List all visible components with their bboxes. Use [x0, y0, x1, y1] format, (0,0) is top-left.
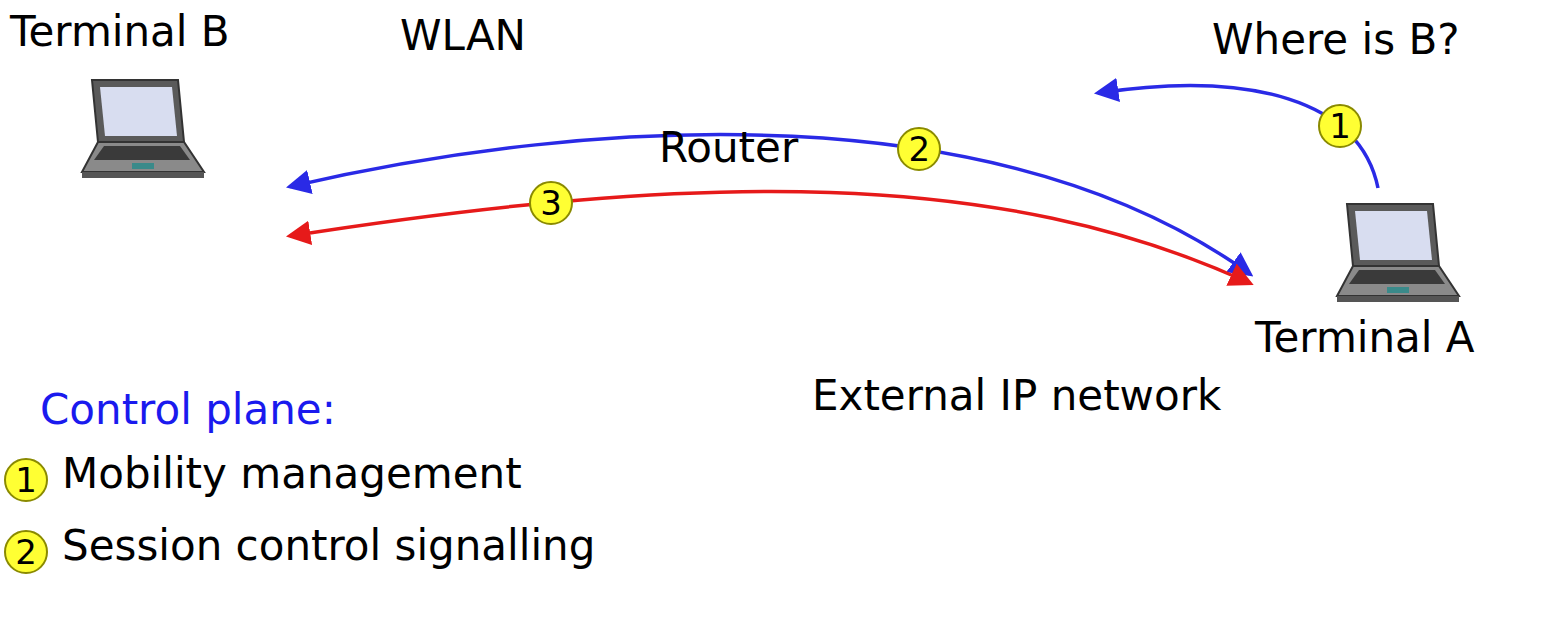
legend-item: Mobility management [62, 450, 522, 498]
node-label: Router [659, 124, 798, 172]
node-label: Terminal B [10, 8, 230, 56]
callout-number: 3 [529, 181, 573, 225]
node-label: Terminal A [1255, 314, 1475, 362]
callout-number: 1 [1318, 104, 1362, 148]
query-note: Where is B? [1212, 16, 1460, 64]
wlan-cloud: WLAN Terminal B [0, 0, 720, 310]
callout-number: 1 [4, 458, 48, 502]
terminal-laptop: Terminal A [1250, 200, 1550, 385]
query-arrow [1098, 86, 1378, 188]
terminal-laptop: Terminal B [5, 8, 290, 243]
legend-item: Session control signalling [62, 522, 595, 570]
laptop-icon [1335, 200, 1465, 312]
flow-arrow [290, 191, 1250, 283]
laptop-icon [80, 76, 210, 188]
callout-number: 2 [4, 530, 48, 574]
node-label: WLAN [400, 12, 526, 60]
cloud-outline [720, 0, 1550, 617]
node-label: External IP network [812, 372, 1221, 420]
router-box: Router [635, 90, 885, 188]
ip-network-cloud: External IP network Terminal A [720, 0, 1550, 617]
legend-heading: Control plane: [40, 386, 336, 434]
callout-number: 2 [897, 127, 941, 171]
